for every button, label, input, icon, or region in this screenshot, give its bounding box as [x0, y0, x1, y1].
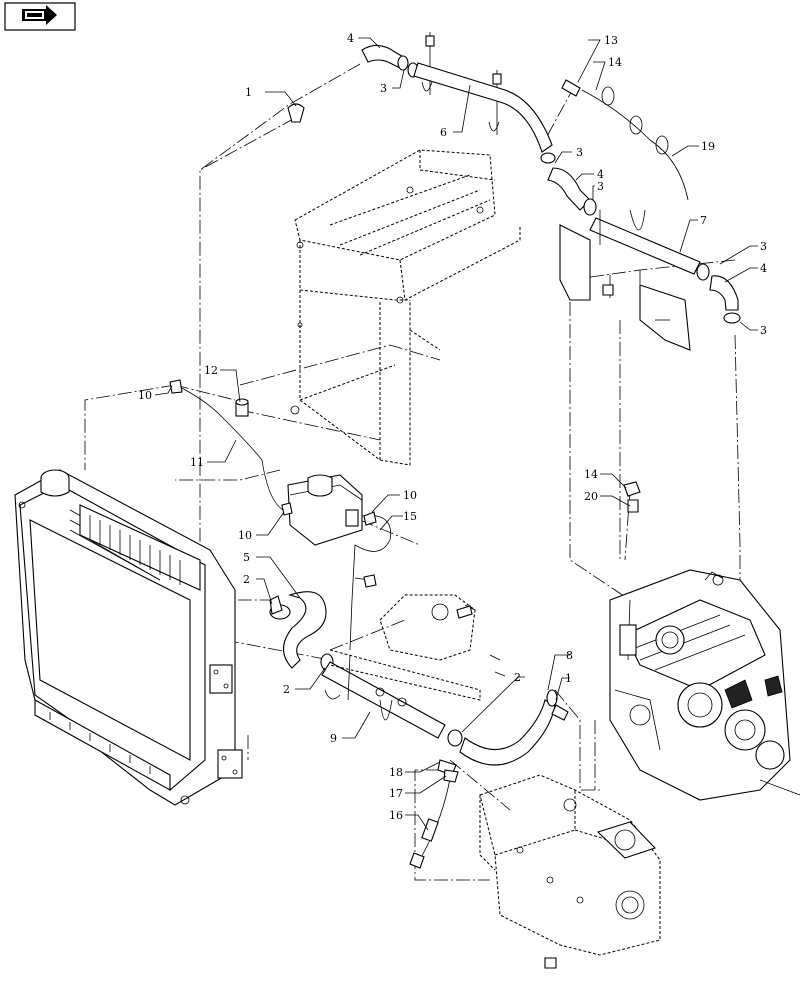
- callout-4: 4: [760, 262, 767, 275]
- callout-1: 1: [245, 86, 252, 99]
- callout-20: 20: [584, 490, 598, 503]
- callout-16: 16: [389, 809, 403, 822]
- callout-3: 3: [380, 82, 387, 95]
- drain-hose: [409, 759, 459, 869]
- callout-2: 2: [514, 671, 521, 684]
- callout-3: 3: [597, 180, 604, 193]
- callout-1: 1: [565, 672, 572, 685]
- callout-7: 7: [700, 214, 707, 227]
- callout-12: 12: [204, 364, 218, 377]
- callout-3: 3: [576, 146, 583, 159]
- callout-18: 18: [389, 766, 403, 779]
- callout-3: 3: [760, 324, 767, 337]
- callout-10: 10: [403, 489, 417, 502]
- overflow-hoses: [169, 379, 392, 651]
- callout-10: 10: [138, 389, 152, 402]
- callout-19: 19: [701, 140, 715, 153]
- engine: [609, 569, 801, 801]
- callout-6: 6: [440, 126, 447, 139]
- callout-11: 11: [190, 456, 204, 469]
- callout-8: 8: [566, 649, 573, 662]
- callout-17: 17: [389, 787, 403, 800]
- lower-frame: [479, 774, 661, 969]
- radiator: [14, 469, 243, 806]
- lower-pipe-assembly: [269, 577, 569, 766]
- callout-2: 2: [283, 683, 290, 696]
- arrow-right-icon: [22, 5, 57, 25]
- callout-14: 14: [584, 468, 598, 481]
- fittings: [363, 284, 641, 619]
- callout-3: 3: [760, 240, 767, 253]
- callout-4: 4: [597, 168, 604, 181]
- leader-lines: [154, 37, 758, 831]
- callout-5: 5: [243, 551, 250, 564]
- callout-labels: 1 1 2 2 2 3 3 3 3 3 4 4 4 5 6 7 8 9 10 1…: [138, 32, 767, 822]
- callout-10: 10: [238, 529, 252, 542]
- callout-9: 9: [330, 732, 337, 745]
- callout-4: 4: [347, 32, 354, 45]
- callout-15: 15: [403, 510, 417, 523]
- callout-14: 14: [608, 56, 622, 69]
- callout-2: 2: [243, 573, 250, 586]
- nav-button[interactable]: [4, 2, 76, 31]
- callout-13: 13: [604, 34, 618, 47]
- chassis-frame: [290, 149, 521, 466]
- upper-pipe-assembly: [287, 32, 741, 351]
